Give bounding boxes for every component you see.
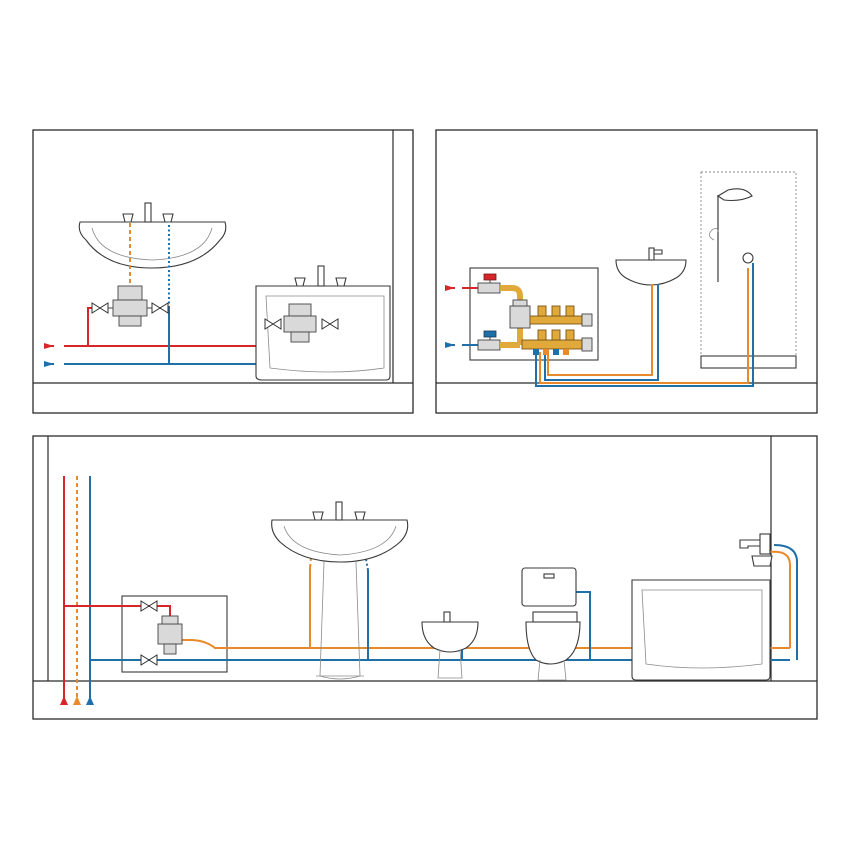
panel-manifold (435, 129, 818, 414)
tap-handle (122, 213, 134, 223)
arrow-up-icon (60, 696, 68, 705)
thermostatic-mixing-valve (108, 285, 152, 327)
faucet (317, 265, 325, 287)
valve-icon (91, 302, 109, 314)
bathtub (631, 533, 773, 681)
pedestal-washbasin (271, 501, 409, 680)
distribution-manifold (521, 305, 593, 355)
thermostatic-mixing-valve (283, 303, 317, 343)
brass-pipe (500, 285, 523, 345)
valve-icon (140, 654, 158, 666)
arrow-up-icon (86, 696, 94, 705)
panel-frame (32, 129, 414, 414)
washbasin (615, 247, 687, 286)
washbasin (78, 202, 227, 269)
bidet (421, 611, 479, 679)
toilet (521, 567, 581, 681)
panel-frame (435, 129, 818, 414)
risers (63, 476, 91, 700)
shower-head (709, 188, 754, 282)
thermostatic-mixing-valve (509, 299, 531, 329)
pipes-panel-2 (462, 263, 754, 387)
valve-icon (151, 302, 169, 314)
panel-basin-and-bath (32, 129, 414, 414)
faucet (144, 202, 152, 223)
panel-frame (32, 435, 818, 720)
panel-central-mixer (32, 435, 818, 720)
arrow-up-icon (73, 696, 81, 705)
valve-icon (264, 318, 282, 330)
valve-icon (140, 600, 158, 612)
tap-handle (162, 213, 174, 223)
valve-icon (321, 318, 339, 330)
thermostatic-mixing-valve (157, 615, 183, 655)
shower-enclosure (700, 171, 797, 369)
